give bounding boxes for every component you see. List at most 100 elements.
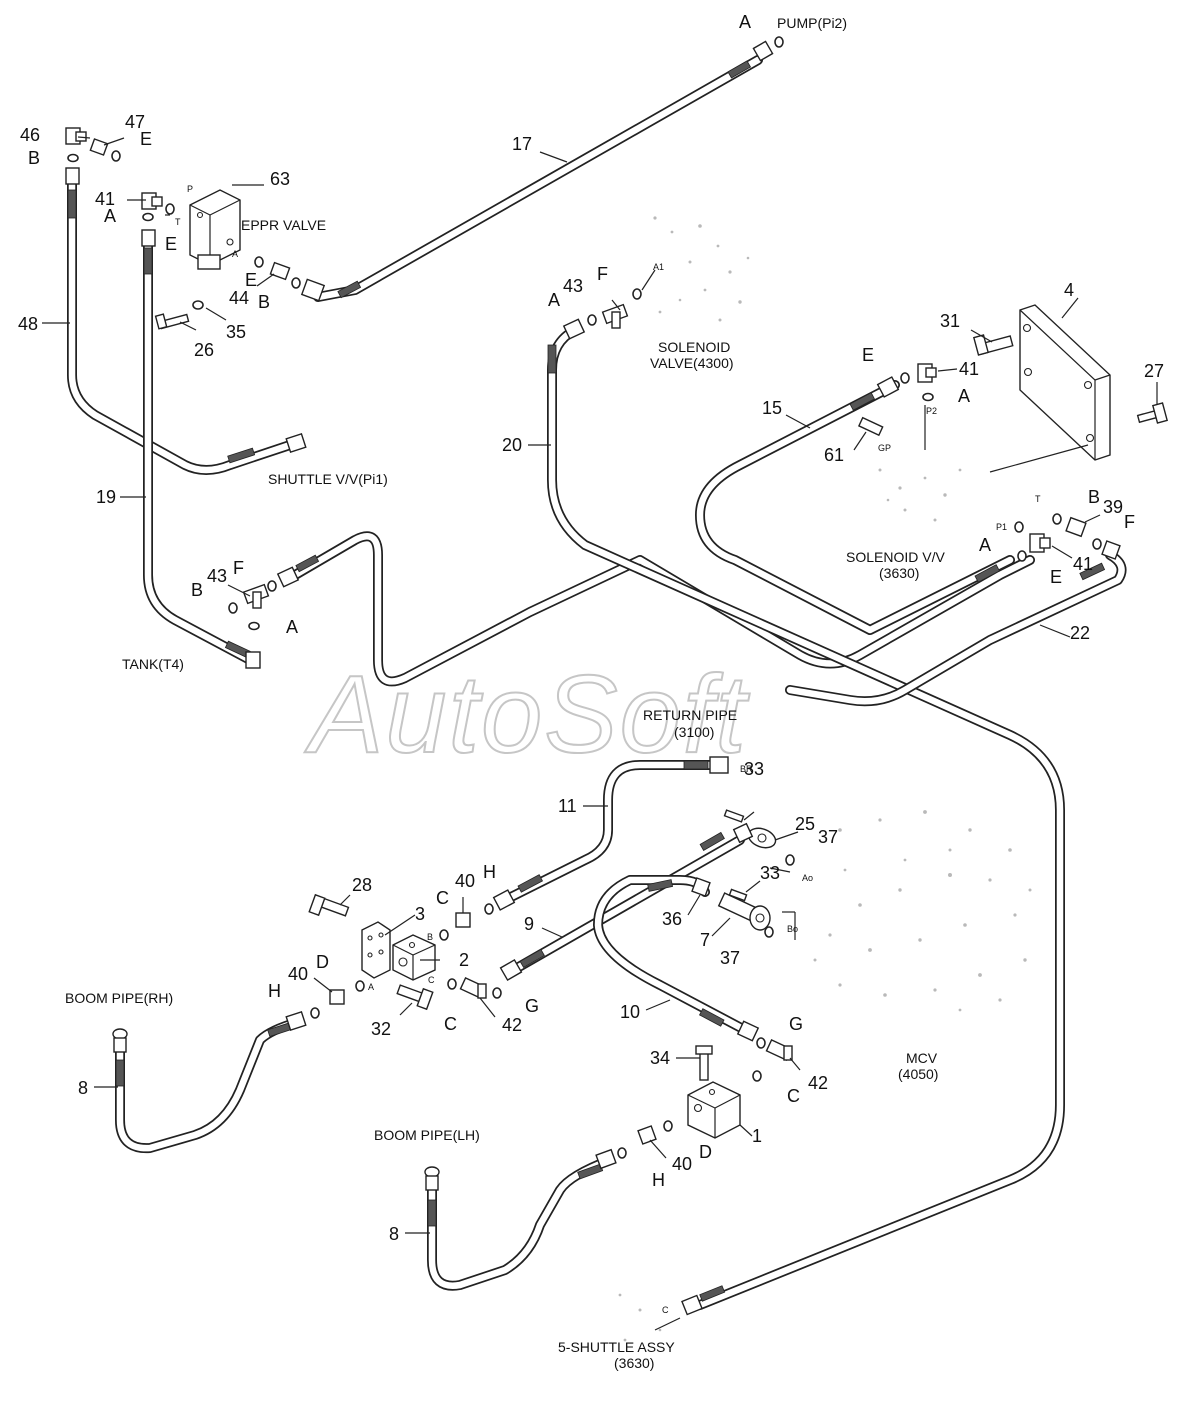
fitting-41-top[interactable] bbox=[141, 192, 163, 210]
letter-a-43: A bbox=[548, 290, 560, 310]
callout-48: 48 bbox=[18, 314, 38, 334]
callout-33-top: 33 bbox=[744, 759, 764, 779]
callout-17: 17 bbox=[512, 134, 532, 154]
callout-41-top: 41 bbox=[95, 189, 115, 209]
fitting-11-end[interactable] bbox=[492, 889, 516, 911]
letter-c-1: C bbox=[787, 1086, 800, 1106]
flange-25[interactable] bbox=[746, 825, 778, 851]
part-callouts: 17 48 19 20 15 22 11 9 10 8 8 63 4 3 2 1… bbox=[18, 112, 1164, 1244]
fitting-41-right[interactable] bbox=[1029, 533, 1051, 553]
fitting-43-top[interactable] bbox=[601, 303, 629, 329]
hose-10[interactable] bbox=[593, 875, 750, 1035]
fitting-39[interactable] bbox=[1065, 516, 1087, 538]
hose-20[interactable] bbox=[547, 325, 1065, 1310]
hose-17[interactable] bbox=[313, 55, 763, 302]
bolt-34[interactable] bbox=[695, 1045, 713, 1081]
fitting-48-top[interactable] bbox=[65, 167, 80, 185]
callout-28: 28 bbox=[352, 875, 372, 895]
label-boom-pipe-lh: BOOM PIPE(LH) bbox=[374, 1127, 480, 1143]
fitting-pump-end[interactable] bbox=[752, 40, 774, 62]
letter-e-44: E bbox=[245, 270, 257, 290]
callout-9: 9 bbox=[524, 914, 534, 934]
fitting-47[interactable] bbox=[89, 138, 109, 156]
callout-44: 44 bbox=[229, 288, 249, 308]
fitting-9-end[interactable] bbox=[732, 822, 754, 844]
fitting-return-end[interactable] bbox=[709, 756, 729, 774]
fitting-43-mid[interactable] bbox=[242, 583, 270, 609]
callout-22: 22 bbox=[1070, 623, 1090, 643]
callout-63: 63 bbox=[270, 169, 290, 189]
fitting-tank-end[interactable] bbox=[245, 651, 261, 669]
fitting-20-end[interactable] bbox=[562, 318, 586, 340]
label-mcv-line1: MCV bbox=[906, 1050, 938, 1066]
bolt-26[interactable] bbox=[154, 313, 190, 330]
fitting-10-end[interactable] bbox=[736, 1020, 760, 1042]
bolt-31[interactable] bbox=[972, 334, 1014, 356]
component-labels: PUMP(Pi2) EPPR VALVE SOLENOID VALVE(4300… bbox=[65, 15, 945, 1371]
hose-8-lh[interactable] bbox=[427, 1155, 615, 1291]
shuttle-block-1[interactable] bbox=[687, 1081, 741, 1139]
bolt-28[interactable] bbox=[308, 893, 350, 917]
washer-35[interactable] bbox=[192, 300, 204, 310]
fitting-19-top[interactable] bbox=[141, 229, 156, 247]
hose-22[interactable] bbox=[785, 550, 1127, 707]
callout-2: 2 bbox=[459, 950, 469, 970]
callout-41-mid: 41 bbox=[959, 359, 979, 379]
fitting-36[interactable] bbox=[691, 877, 711, 897]
hose-11[interactable] bbox=[500, 760, 725, 905]
fitting-loop-end[interactable] bbox=[276, 566, 300, 588]
callout-35: 35 bbox=[226, 322, 246, 342]
hose-8-rh[interactable] bbox=[115, 1017, 303, 1154]
eppr-valve-block[interactable] bbox=[189, 189, 241, 270]
callout-3: 3 bbox=[415, 904, 425, 924]
shuttle-block-2[interactable] bbox=[392, 934, 436, 981]
fitting-42-mid[interactable] bbox=[459, 976, 487, 1000]
port-p1: P1 bbox=[996, 522, 1007, 532]
fitting-8lh-end[interactable] bbox=[595, 1148, 617, 1170]
callout-42-mid: 42 bbox=[502, 1015, 522, 1035]
label-return-pipe-line2: (3100) bbox=[674, 724, 714, 740]
callout-40-top: 40 bbox=[455, 871, 475, 891]
hose-9[interactable] bbox=[505, 831, 745, 977]
mounting-plate-4[interactable] bbox=[1019, 304, 1111, 461]
hose-15[interactable] bbox=[695, 380, 1015, 635]
fitting-8rh-end[interactable] bbox=[285, 1010, 307, 1032]
fitting-40-bottom[interactable] bbox=[637, 1125, 657, 1145]
fitting-shuttle-pi1[interactable] bbox=[285, 432, 307, 454]
fitting-8rh-top[interactable] bbox=[112, 1028, 128, 1053]
fitting-22-end[interactable] bbox=[1101, 540, 1121, 560]
hose-48[interactable] bbox=[67, 173, 295, 475]
bolt-27[interactable] bbox=[1136, 402, 1169, 424]
fitting-42-low[interactable] bbox=[765, 1038, 793, 1062]
flange-7[interactable] bbox=[717, 892, 771, 931]
letter-a-tank: A bbox=[286, 617, 298, 637]
fitting-17-end[interactable] bbox=[300, 278, 326, 302]
letter-e-41-mid: E bbox=[862, 345, 874, 365]
fitting-40-top[interactable] bbox=[455, 912, 471, 928]
letter-b-43-mid: B bbox=[191, 580, 203, 600]
connection-letters: A E B A E E B A F E A B F A E F B A H C … bbox=[28, 12, 1135, 1190]
stipple-solenoid-3630 bbox=[878, 468, 962, 522]
port-br: BR bbox=[740, 764, 753, 774]
bolt-33-top[interactable] bbox=[723, 809, 745, 823]
fitting-46-elbow[interactable] bbox=[65, 127, 87, 145]
hose-19[interactable] bbox=[143, 235, 255, 665]
letter-d-1: D bbox=[699, 1142, 712, 1162]
fitting-44[interactable] bbox=[269, 261, 291, 281]
fitting-15-end[interactable] bbox=[876, 376, 900, 398]
label-solenoid-4300-line2: VALVE(4300) bbox=[650, 355, 734, 371]
port-a1: A1 bbox=[653, 262, 664, 272]
fitting-8lh-top[interactable] bbox=[424, 1166, 440, 1191]
callout-20: 20 bbox=[502, 435, 522, 455]
callout-39: 39 bbox=[1103, 497, 1123, 517]
fitting-41-mid[interactable] bbox=[917, 363, 937, 383]
fitting-20-low-end[interactable] bbox=[681, 1294, 703, 1316]
bolt-32[interactable] bbox=[396, 984, 434, 1011]
bolt-33-mid[interactable] bbox=[728, 888, 748, 902]
letter-a-p1: A bbox=[979, 535, 991, 555]
fitting-61[interactable] bbox=[857, 416, 884, 437]
fitting-9-low[interactable] bbox=[499, 958, 523, 982]
fitting-40-low[interactable] bbox=[329, 989, 345, 1005]
plate-3[interactable] bbox=[361, 921, 391, 979]
